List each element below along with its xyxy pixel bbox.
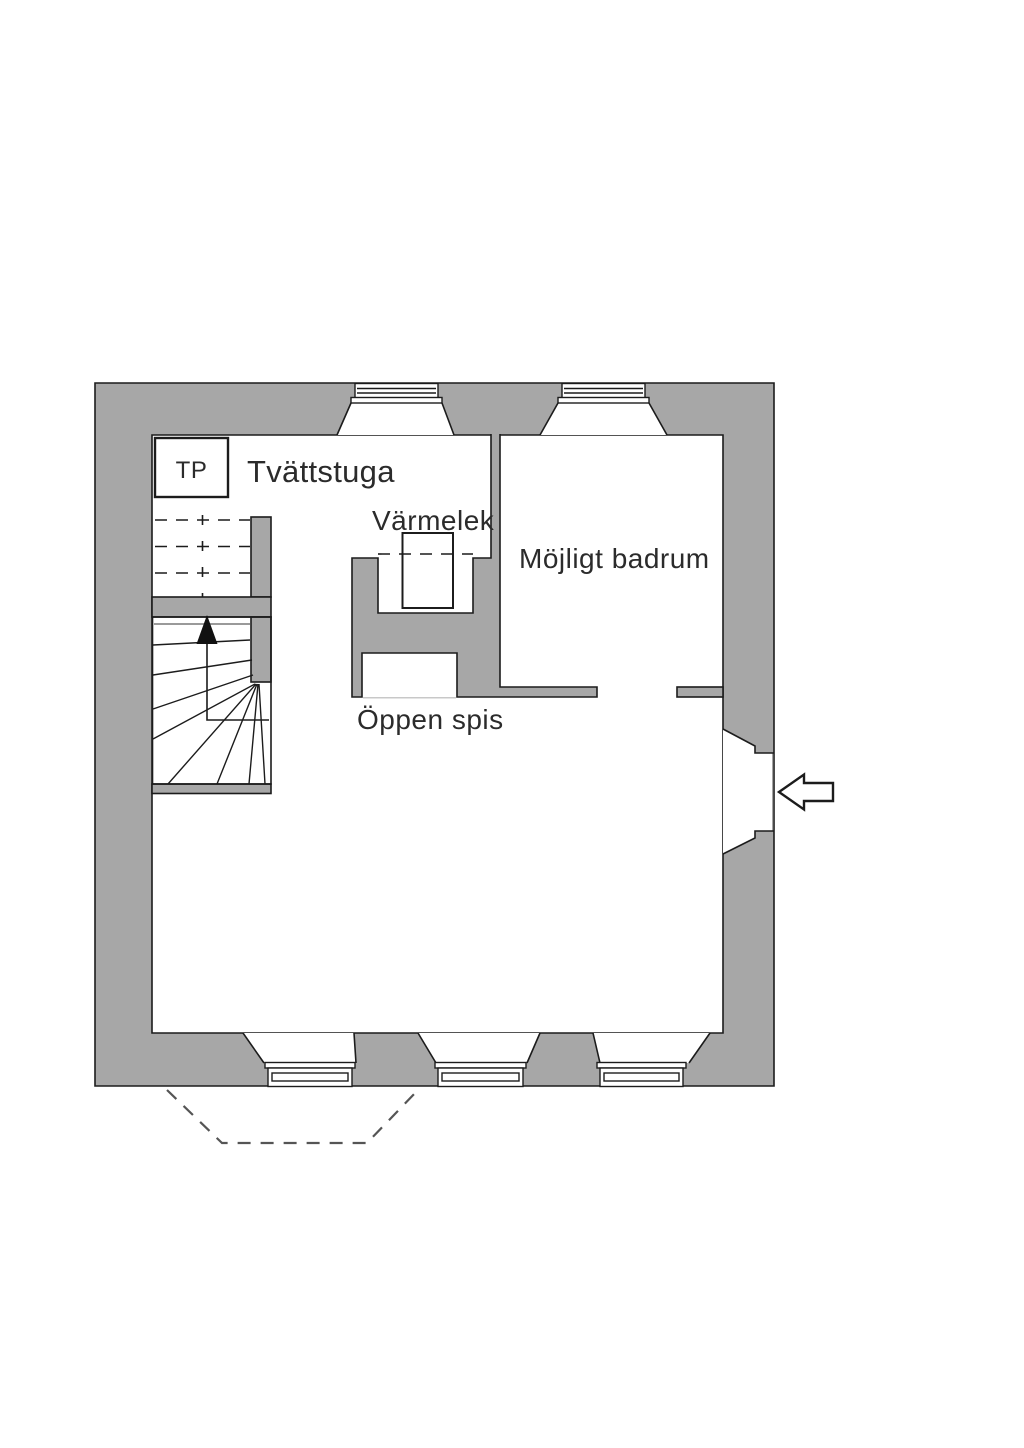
stair-enclosure <box>151 616 272 785</box>
interior-walls <box>151 434 724 795</box>
window-glass <box>271 1072 349 1082</box>
reveal-lines-bottom-left-window <box>242 1032 357 1064</box>
window-frame <box>437 1067 524 1088</box>
entrance-arrow-icon <box>776 772 835 812</box>
window-reveal-bottom-middle <box>418 1033 540 1063</box>
chimney-partition-wall-outline <box>351 434 598 698</box>
window-frame <box>267 1067 353 1088</box>
window-sill <box>596 1061 687 1069</box>
window-sill <box>557 396 650 404</box>
tp-box <box>153 436 230 499</box>
stair-newel-wall <box>250 616 272 683</box>
wall-openings <box>243 403 774 1063</box>
window-reveal-bottom-right <box>593 1033 710 1063</box>
reveal-lines-bottom-right-window <box>592 1032 711 1064</box>
reveal-lines-bottom-middle-window <box>417 1032 541 1064</box>
window-bottom-right <box>596 1061 687 1088</box>
window-sill <box>434 1061 527 1069</box>
label-laundry-room: Tvättstuga <box>247 454 395 489</box>
bathroom-bottom-right-wall <box>676 686 724 698</box>
window-glass-lines <box>564 387 643 394</box>
entrance-opening <box>723 729 774 854</box>
label-open-fireplace: Öppen spis <box>357 704 504 735</box>
window-glass <box>603 1072 680 1082</box>
wall-below-stairs <box>151 783 272 795</box>
heater-box <box>401 532 454 609</box>
window-frame <box>354 382 439 399</box>
window-top-left <box>350 382 443 404</box>
staircase <box>151 615 272 785</box>
porch-outline <box>166 1089 419 1145</box>
window-sill <box>350 396 443 404</box>
tp-label: TP <box>176 457 208 484</box>
window-sill <box>264 1061 356 1069</box>
window-bottom-left <box>264 1061 356 1088</box>
window-glass-lines <box>357 387 436 394</box>
window-frame <box>599 1067 684 1088</box>
window-top-right <box>557 382 650 404</box>
top-windows <box>350 382 650 404</box>
tp-cabinet: TP <box>153 436 230 499</box>
wall-between-stair-flights <box>151 596 272 618</box>
label-possible-bathroom: Möjligt badrum <box>519 543 710 574</box>
chimney-partition-wall-fill <box>352 434 597 697</box>
window-reveal-top-left <box>337 403 454 435</box>
entrance-reveal-lines <box>722 728 774 855</box>
heater-unit <box>378 532 473 609</box>
wall-beside-upper-stair <box>250 516 272 598</box>
label-heater: Värmelek <box>372 505 495 536</box>
stairs-up-arrow-icon <box>196 615 218 644</box>
stair-walk-line <box>206 641 269 721</box>
reveal-edges <box>242 402 774 1064</box>
window-glass <box>441 1072 520 1082</box>
reveal-lines-top-left-window <box>336 402 455 436</box>
window-frame <box>561 382 646 399</box>
bottom-windows <box>264 1061 687 1088</box>
stairs-upper-flight <box>155 515 250 597</box>
window-bottom-middle <box>434 1061 527 1088</box>
reveal-lines-top-right-window <box>539 402 668 436</box>
window-reveal-top-right <box>540 403 667 435</box>
exterior-walls <box>94 382 775 1087</box>
window-reveal-bottom-left <box>243 1033 356 1063</box>
